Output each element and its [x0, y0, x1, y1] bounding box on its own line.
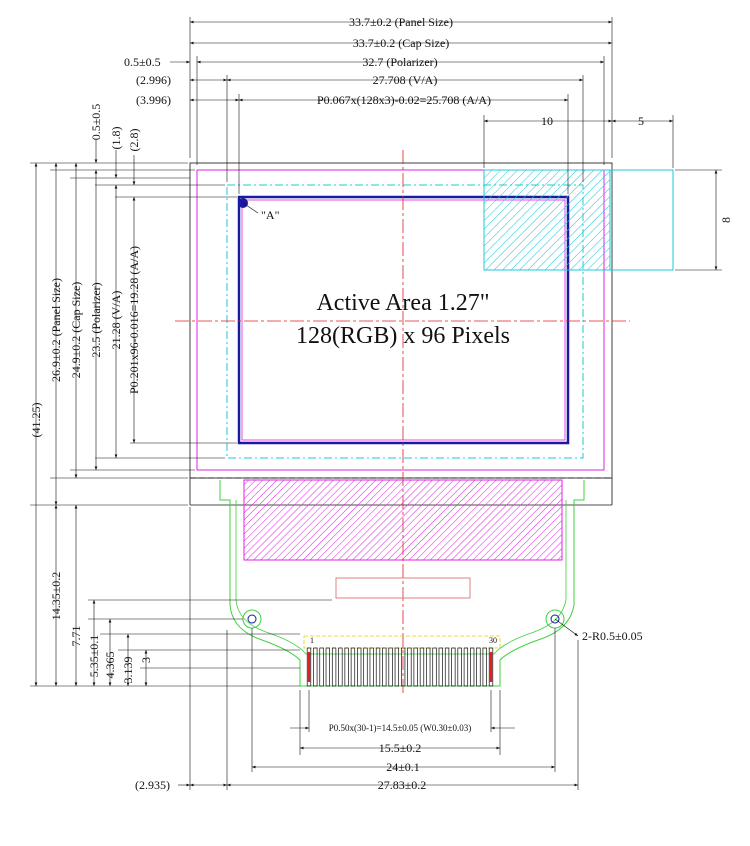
- center-lines: [175, 150, 630, 695]
- dim-aa-width: P0.067x(128x3)-0.02=25.708 (A/A): [317, 93, 491, 107]
- fpc-pins: [306, 647, 494, 687]
- right-dimension-lines: [675, 169, 722, 271]
- fpc-pin: [407, 647, 412, 687]
- fpc-pin: [394, 647, 400, 687]
- top-dimension-lines: [170, 20, 673, 123]
- fpc-pin-marker: [489, 652, 493, 682]
- dim-aa-height: P0.201x96-0.016=19.28 (A/A): [127, 246, 141, 394]
- active-area-resolution: 128(RGB) x 96 Pixels: [296, 323, 510, 349]
- fpc-pin: [451, 647, 456, 687]
- fpc-pin: [331, 647, 337, 687]
- fpc-pin: [488, 647, 494, 687]
- bottom-extension-lines: [189, 507, 579, 790]
- fpc-pin-marker: [307, 652, 311, 682]
- fpc-pin: [426, 647, 431, 687]
- dim-15-5: 15.5±0.2: [379, 741, 422, 755]
- fpc-pin: [457, 647, 462, 687]
- dim-offset-2-8: (2.8): [127, 129, 141, 152]
- fpc-pin: [444, 647, 450, 687]
- fpc-pin: [400, 647, 406, 687]
- point-a-label: "A": [261, 208, 280, 222]
- fpc-ic-area: [243, 479, 563, 561]
- dim-keepout-width: 10: [541, 114, 553, 128]
- dim-3: 3: [139, 657, 153, 663]
- dim-24: 24±0.1: [386, 760, 420, 774]
- fpc-pin: [319, 647, 324, 687]
- fpc-pin: [375, 647, 381, 687]
- dim-left-offset: 0.5±0.5: [124, 55, 161, 69]
- fpc-pin: [388, 647, 393, 687]
- left-dimension-lines: [34, 140, 148, 686]
- dim-2-935: (2.935): [135, 778, 170, 792]
- dim-panel-width: 33.7±0.2 (Panel Size): [349, 15, 453, 29]
- fpc-pin: [350, 647, 356, 687]
- bottom-dimension-lines: [178, 726, 578, 787]
- dim-cap-width: 33.7±0.2 (Cap Size): [353, 36, 450, 50]
- stiffener-outline: [303, 635, 501, 649]
- dim-27-83: 27.83±0.2: [378, 778, 427, 792]
- dim-polarizer-width: 32.7 (Polarizer): [362, 55, 437, 69]
- dim-5-35: 5.35±0.1: [87, 635, 101, 678]
- fpc-outline: [219, 480, 585, 687]
- point-a-marker: [238, 198, 259, 214]
- fpc-pin: [338, 647, 343, 687]
- dim-aa-offset: (3.996): [136, 93, 171, 107]
- polarizer-outline: [196, 169, 605, 471]
- fpc-pin: [438, 647, 443, 687]
- dim-keepout-ext: 5: [638, 114, 644, 128]
- dim-polarizer-height: 23.5 (Polarizer): [89, 282, 103, 357]
- dim-top-offset: 0.5±0.5: [89, 104, 103, 141]
- dim-keepout-height: 8: [719, 217, 733, 223]
- fpc-pin: [363, 647, 368, 687]
- fpc-pin: [482, 647, 487, 687]
- dim-panel-height: 26.9±0.2 (Panel Size): [49, 278, 63, 382]
- fpc-pin: [313, 647, 318, 687]
- fpc-pin: [470, 647, 475, 687]
- dim-total-height: (41.25): [29, 403, 43, 438]
- dim-4-365: 4.365: [103, 652, 117, 679]
- viewing-area-outline: [226, 184, 584, 459]
- dim-hole-radius: 2-R0.5±0.05: [582, 629, 643, 643]
- dim-va-width: 27.708 (V/A): [373, 73, 438, 87]
- fpc-pin: [344, 647, 349, 687]
- pin-last-label: 30: [489, 636, 497, 645]
- dim-va-height: 21.28 (V/A): [109, 291, 123, 350]
- fpc-pin: [419, 647, 425, 687]
- dim-va-offset: (2.996): [136, 73, 171, 87]
- active-area-title: Active Area 1.27": [316, 290, 489, 316]
- dim-pin-pitch: P0.50x(30-1)=14.5±0.05 (W0.30±0.03): [329, 723, 471, 733]
- active-area-outline: [237, 195, 570, 445]
- left-extension-lines: [30, 162, 332, 687]
- fpc-pin: [306, 647, 312, 687]
- fpc-pin: [463, 647, 469, 687]
- fpc-pin: [382, 647, 387, 687]
- dim-offset-1-8: (1.8): [109, 127, 123, 150]
- fpc-pin: [369, 647, 374, 687]
- fpc-component: [335, 577, 471, 599]
- dim-3-139: 3.139: [121, 657, 135, 684]
- dim-14-35: 14.35±0.2: [49, 572, 63, 621]
- keep-out-area: [483, 169, 674, 271]
- dim-cap-height: 24.9±0.2 (Cap Size): [69, 282, 83, 379]
- top-extension-lines: [189, 17, 674, 194]
- fpc-pin: [325, 647, 330, 687]
- fpc-pin: [413, 647, 418, 687]
- fpc-inner-outline: [235, 500, 567, 655]
- pin-first-label: 1: [310, 636, 314, 645]
- radius-leader: [554, 618, 579, 637]
- dim-7-71: 7.71: [69, 626, 83, 647]
- fpc-pin: [476, 647, 481, 687]
- fpc-pin: [432, 647, 437, 687]
- fpc-pin: [357, 647, 362, 687]
